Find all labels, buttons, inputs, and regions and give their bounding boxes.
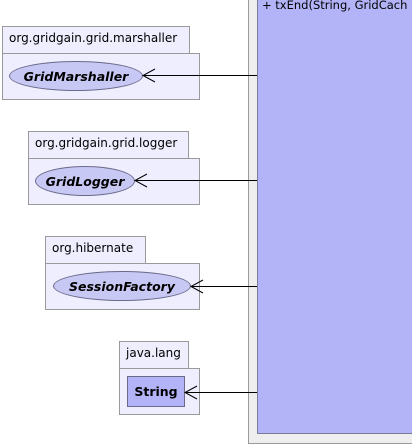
class-string[interactable]: String: [127, 376, 185, 407]
arrowhead-string: [183, 385, 198, 400]
interface-grid-marshaller[interactable]: GridMarshaller: [9, 61, 143, 91]
package-tab-logger: org.gridgain.grid.logger: [28, 131, 189, 159]
arrowhead-marshaller: [141, 68, 156, 83]
package-tab-hibernate: org.hibernate: [45, 236, 146, 264]
interface-session-factory[interactable]: SessionFactory: [53, 271, 191, 301]
package-tab-java-lang: java.lang: [119, 341, 189, 369]
arrowhead-hibernate: [189, 279, 204, 294]
interface-grid-logger[interactable]: GridLogger: [35, 166, 135, 196]
main-class-method: + txEnd(String, GridCach: [262, 0, 408, 12]
arrowhead-logger: [133, 173, 148, 188]
main-class-box: [257, 0, 412, 434]
